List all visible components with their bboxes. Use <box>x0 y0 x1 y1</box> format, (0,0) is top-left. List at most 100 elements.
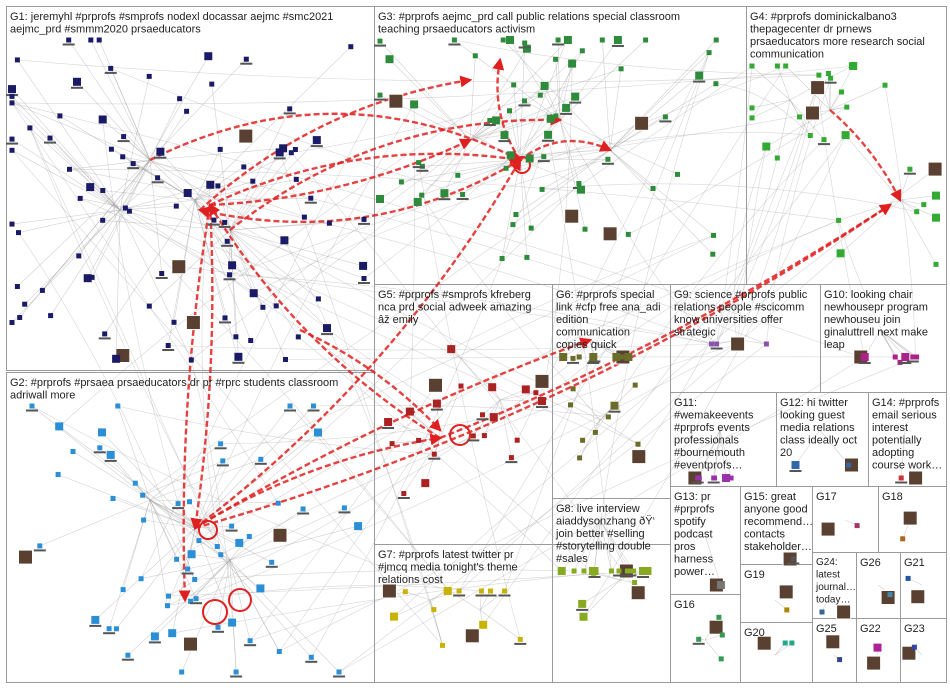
node-label-mark <box>181 572 194 575</box>
group-label-g19: G19 <box>744 569 765 581</box>
edge <box>444 139 471 194</box>
edge <box>11 209 121 225</box>
graph-node <box>789 640 795 646</box>
graph-node <box>416 160 422 166</box>
cross-edge <box>418 162 521 640</box>
profile-node <box>910 589 926 605</box>
edge <box>194 197 311 201</box>
node-label-mark <box>297 512 310 515</box>
edge <box>90 186 121 211</box>
graph-node <box>456 588 462 594</box>
group-label-line: aejmc_prd #smmm2020 prsaeducators <box>10 24 201 36</box>
graph-node <box>295 334 301 340</box>
cross-edge <box>482 134 846 625</box>
profile-node <box>602 226 618 242</box>
graph-node <box>292 147 298 152</box>
node-label-mark <box>89 624 102 627</box>
graph-node <box>250 178 256 184</box>
node-label-mark <box>93 451 106 454</box>
node-label-mark <box>154 156 167 159</box>
edge <box>59 115 196 201</box>
graph-node <box>749 105 755 111</box>
node-label-mark <box>467 439 480 442</box>
edge <box>229 229 364 267</box>
group-label-line: G20 <box>744 627 765 639</box>
graph-node <box>165 343 171 348</box>
graph-node <box>89 274 95 280</box>
graph-node <box>376 195 384 203</box>
graph-node <box>447 345 456 354</box>
node-label-mark <box>225 529 238 532</box>
graph-node <box>849 62 858 70</box>
edge <box>499 392 536 401</box>
edge <box>122 499 151 590</box>
edge <box>194 527 312 658</box>
cross-edge <box>168 570 644 597</box>
graph-node <box>175 501 181 507</box>
group-label-line: thepagecenter dr prnews <box>750 24 872 36</box>
graph-node <box>248 338 254 343</box>
graph-node <box>639 567 647 575</box>
graph-node <box>718 656 724 662</box>
graph-node <box>283 357 288 362</box>
group-label-g7: G7: #prprofs latest twitter pr#jmcq medi… <box>378 549 518 586</box>
group-label-line: professionals <box>674 435 739 447</box>
profile-node <box>805 105 820 121</box>
edge <box>187 527 196 570</box>
graph-node <box>774 63 780 69</box>
group-label-line: G13: pr <box>674 491 711 503</box>
graph-node <box>695 71 704 80</box>
graph-node <box>510 222 516 228</box>
graph-node <box>618 66 624 72</box>
graph-node <box>544 130 553 139</box>
edge <box>879 329 906 358</box>
graph-node <box>828 75 834 81</box>
graph-node <box>537 92 543 98</box>
graph-node <box>508 455 514 461</box>
group-label-line: adopting <box>872 447 914 459</box>
edge <box>469 55 476 141</box>
cross-edge <box>884 85 916 358</box>
graph-node <box>507 108 512 114</box>
edge <box>479 590 505 611</box>
graph-node <box>188 598 194 604</box>
node-label-mark <box>382 427 395 429</box>
group-label-line: G14: #prprofs <box>872 397 940 409</box>
edge <box>499 389 526 401</box>
graph-node <box>791 461 800 469</box>
group-label-line: link #cfp free ana_adi <box>556 302 661 314</box>
node-label-mark <box>212 630 224 633</box>
graph-node <box>555 37 561 43</box>
group-label-line: G2: #prprofs #prsaea prsaeducators dr pr… <box>10 377 338 389</box>
edge <box>879 329 917 358</box>
edge <box>559 119 629 235</box>
edge <box>49 137 121 211</box>
graph-node <box>711 232 716 238</box>
graph-node <box>359 261 368 270</box>
node-label-mark <box>601 162 614 165</box>
edge <box>777 99 791 159</box>
edge <box>699 429 721 479</box>
graph-node <box>618 354 624 360</box>
cross-edge <box>69 169 839 221</box>
graph-node <box>27 125 33 131</box>
node-label-mark <box>304 201 317 204</box>
self-loop <box>198 520 218 540</box>
group-label-line: stakeholder… <box>744 541 812 553</box>
graph-node <box>632 382 638 388</box>
edge <box>599 519 612 572</box>
graph-node <box>487 118 493 123</box>
graph-node <box>696 475 702 481</box>
edge <box>479 590 482 611</box>
cross-edge <box>298 336 562 572</box>
edge <box>602 39 611 151</box>
profile-node <box>825 634 841 650</box>
graph-node <box>488 588 493 594</box>
graph-node <box>821 137 827 143</box>
node-label-mark <box>483 124 496 126</box>
edge <box>229 229 254 294</box>
edge <box>119 184 211 211</box>
profile-node <box>185 315 201 330</box>
edge <box>899 199 924 205</box>
